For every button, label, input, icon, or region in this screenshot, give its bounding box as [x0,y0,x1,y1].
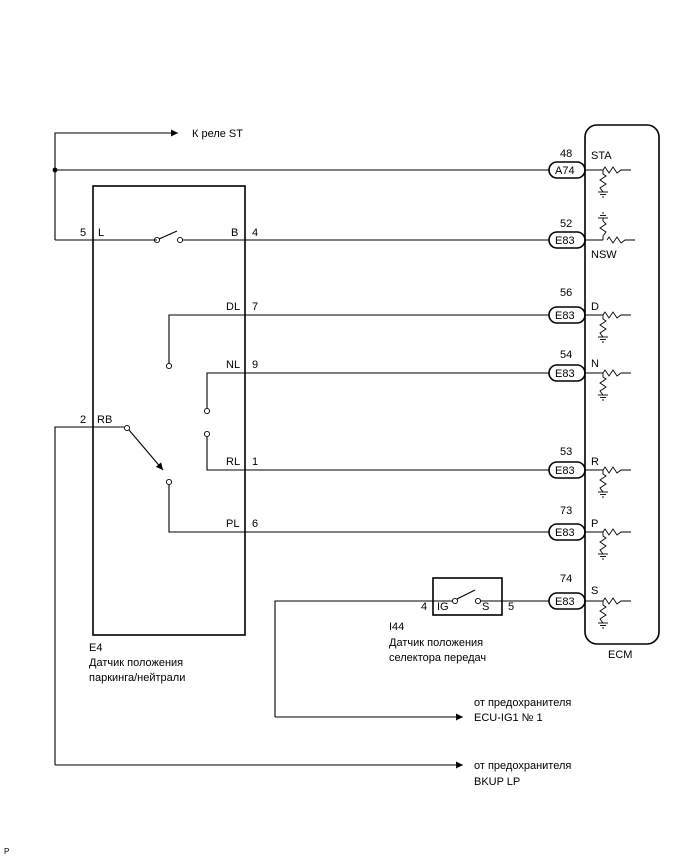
nsw-resistor-up [599,218,607,240]
r-pullup-resistor [602,466,631,474]
n-pullup-resistor [602,369,631,377]
connector-52-pin: 52 [560,218,572,230]
contact-b [176,236,184,244]
pin-1-num: 1 [252,456,258,468]
connector-48-signal: STA [591,150,612,162]
wire-rl [206,437,549,471]
contact-l-blade [158,230,178,240]
connector-56-conn: E83 [555,310,575,322]
connector-54-pin: 54 [560,349,572,361]
i44-switch-body [432,577,503,616]
contact-ig-blade [456,589,476,600]
relay-wire [54,129,178,240]
p-pulldown-resistor [599,532,607,555]
e4-switch-body [92,185,246,636]
wire-nl [206,372,549,408]
e4-name-line1: Датчик положения [89,657,183,669]
d-pullup-resistor [602,311,631,319]
relay-label: К реле ST [192,128,243,140]
contact-ig [451,597,459,605]
contact-l [153,236,161,244]
connector-56: E83 56 D [548,287,599,324]
connector-53-conn: E83 [555,465,575,477]
contact-nl [203,407,211,415]
wire-dl [168,314,549,363]
pin-4-num: 4 [252,227,258,239]
i44-term-s: S [482,601,489,613]
wire-rb [54,426,124,765]
d-pulldown-resistor [599,315,607,338]
pin-b-label: B [231,227,238,239]
connector-73-conn: E83 [555,527,575,539]
connector-56-signal: D [591,301,599,313]
fuse-ig-line2: ECU-IG1 № 1 [474,712,543,724]
sta-pullup-resistor [602,166,631,174]
rb-blade-arrow [128,429,164,471]
contact-pl [165,478,173,486]
ecm-body [584,124,660,645]
ecm-label: ECM [608,649,632,661]
pin-dl-label: DL [226,301,240,313]
connector-53-signal: R [591,456,599,468]
s-pullup-resistor [602,597,631,605]
connector-74-conn: E83 [555,596,575,608]
connector-52: E83 52 NSW [548,218,617,261]
pin-2-num: 2 [80,414,86,426]
e4-name-line2: паркинга/нейтрали [89,672,185,684]
n-pulldown-resistor [599,373,607,396]
connector-54-signal: N [591,358,599,370]
connector-52-conn: E83 [555,235,575,247]
ecm-internal-circuits [585,166,635,629]
nsw-pullup-resistor [606,236,635,244]
i44-id: I44 [389,621,404,633]
contact-s [474,597,482,605]
wire-pl [168,485,549,533]
i44-name-line1: Датчик положения [389,637,483,649]
fuse-ig-line1: от предохранителя [474,697,571,709]
pin-6-num: 6 [252,518,258,530]
i44-pin-4: 4 [421,601,427,613]
pin-nl-label: NL [226,359,240,371]
i44-pin-5: 5 [508,601,514,613]
connector-74-signal: S [591,585,598,597]
splice-dot [52,167,58,173]
connector-54: E83 54 N [548,349,599,382]
connector-48: A74 48 STA [548,148,612,179]
sta-pulldown-resistor [599,170,607,193]
connector-74-pin: 74 [560,573,572,585]
pin-7-num: 7 [252,301,258,313]
fuse-bkup-line1: от предохранителя [474,760,571,772]
i44-term-ig: IG [437,601,449,613]
fuse-bkup-line2: BKUP LP [474,776,520,788]
pin-rl-label: RL [226,456,240,468]
contact-dl [165,362,173,370]
contact-rl [203,430,211,438]
connector-74: E83 74 S [548,573,598,610]
pin-rb-label: RB [97,414,112,426]
connector-48-pin: 48 [560,148,572,160]
pin-9-num: 9 [252,359,258,371]
connector-52-signal: NSW [591,249,617,261]
i44-name-line2: селектора передач [389,652,486,664]
pin-pl-label: PL [226,518,239,530]
pin-l-label: L [98,227,104,239]
wire-ig-fuse [274,600,452,717]
connector-56-pin: 56 [560,287,572,299]
p-pullup-resistor [602,528,631,536]
connector-73: E83 73 P [548,505,598,541]
pin-5-num: 5 [80,227,86,239]
contact-rb [123,424,131,432]
s-pulldown-resistor [599,601,607,624]
connector-48-conn: A74 [555,165,575,177]
connector-73-signal: P [591,518,598,530]
connector-53: E83 53 R [548,446,599,479]
corner-mark: P [4,847,9,856]
connector-53-pin: 53 [560,446,572,458]
r-pulldown-resistor [599,470,607,493]
e4-id: E4 [89,642,102,654]
connector-73-pin: 73 [560,505,572,517]
connector-54-conn: E83 [555,368,575,380]
